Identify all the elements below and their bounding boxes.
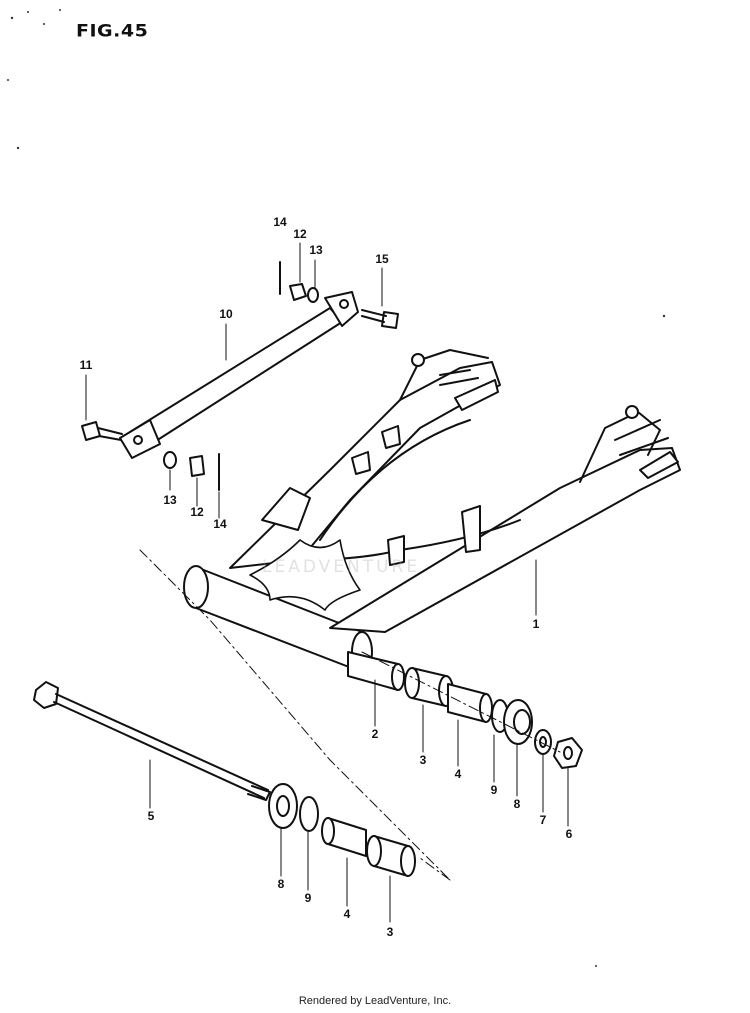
- nut-upper: [289, 283, 307, 301]
- callout-12-bottom: 12: [190, 505, 204, 519]
- washer-upper: [307, 287, 319, 303]
- callout-4-left: 4: [343, 907, 351, 921]
- callout-4-right: 4: [454, 767, 462, 781]
- callout-8-right: 8: [513, 797, 521, 811]
- callout-10: 10: [219, 307, 233, 321]
- watermark-text: LEADVENTURE: [262, 557, 421, 577]
- callout-13-top: 13: [309, 243, 323, 257]
- axis-lines: [139, 549, 561, 881]
- callout-12-top: 12: [293, 227, 307, 241]
- callout-8-left: 8: [277, 877, 285, 891]
- figure-title: FIG.45: [76, 21, 149, 41]
- callout-2: 2: [371, 727, 379, 741]
- leader-lines: [85, 242, 569, 923]
- callout-15: 15: [375, 252, 389, 266]
- nut-lower: [189, 455, 205, 477]
- left-bushing-stack: [268, 783, 416, 877]
- callout-7: 7: [539, 813, 547, 827]
- swingarm: [183, 349, 681, 673]
- footer-credit: Rendered by LeadVenture, Inc.: [298, 995, 452, 1007]
- bolt-15: [361, 309, 399, 329]
- callout-6: 6: [565, 827, 573, 841]
- torque-link-rod: [119, 291, 359, 459]
- callout-9-right: 9: [490, 783, 498, 797]
- callout-1: 1: [532, 617, 540, 631]
- pivot-bolt: [33, 681, 271, 801]
- callout-14-bottom: 14: [213, 517, 227, 531]
- scan-noise: [7, 9, 666, 967]
- washer-lower: [163, 451, 177, 469]
- callout-14-top: 14: [273, 215, 287, 229]
- callout-11: 11: [79, 358, 93, 372]
- callout-3-left: 3: [386, 925, 394, 939]
- right-bushing-stack: [347, 651, 583, 769]
- callout-5: 5: [147, 809, 155, 823]
- callout-9-left: 9: [304, 891, 312, 905]
- callout-3-right: 3: [419, 753, 427, 767]
- bolt-11: [81, 421, 123, 441]
- callout-13-bottom: 13: [163, 493, 177, 507]
